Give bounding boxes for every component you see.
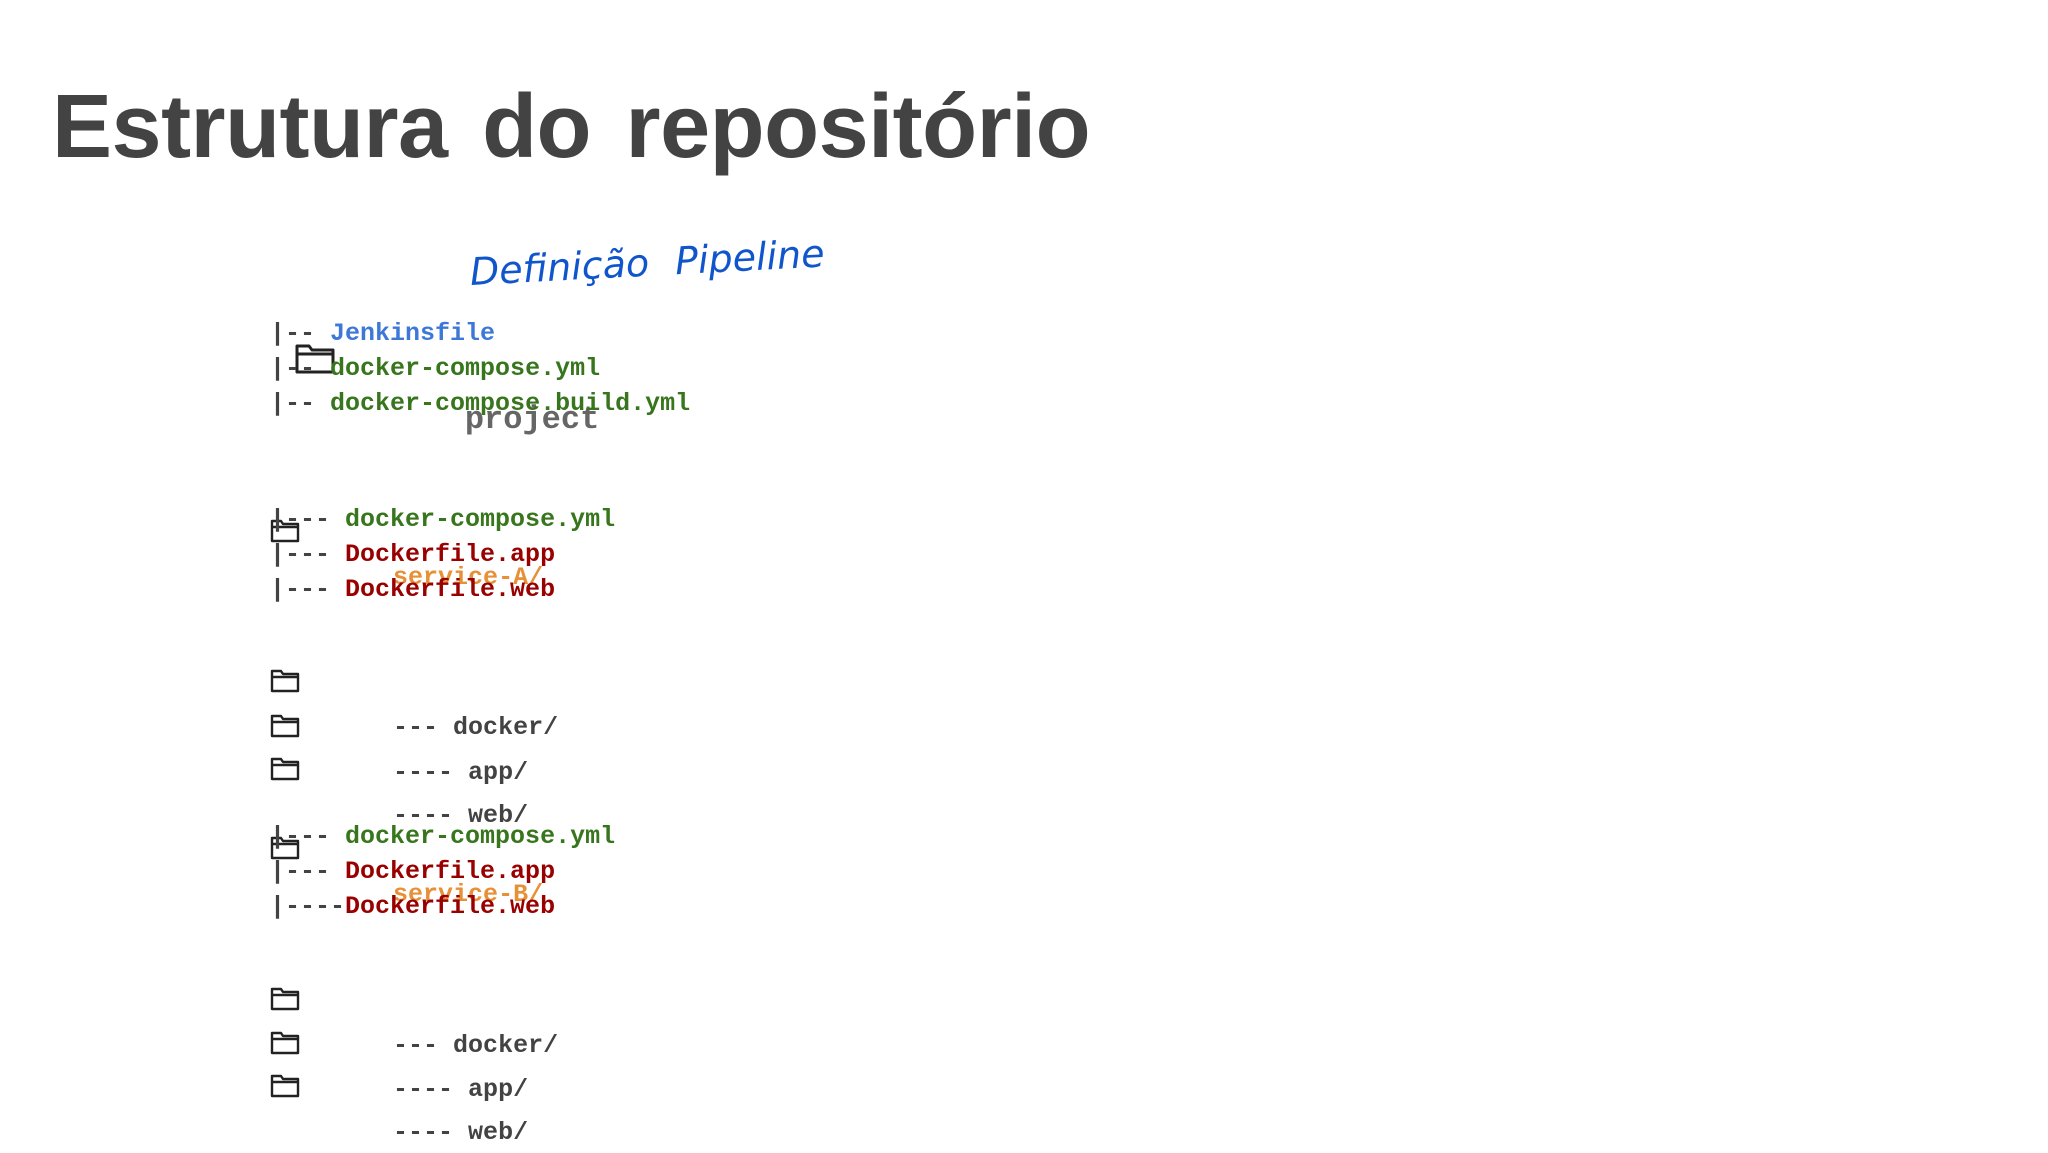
folder-icon bbox=[270, 785, 390, 910]
tree-branch: |--- bbox=[270, 822, 346, 851]
dockerfile-app-name: Dockerfile.app bbox=[345, 857, 556, 886]
tree-branch: |--- bbox=[270, 575, 346, 604]
folder-icon bbox=[270, 980, 390, 1105]
dockerfile-web-name: Dockerfile.web bbox=[345, 892, 556, 921]
tree-branch: |--- bbox=[270, 505, 346, 534]
tree-branch: |---- bbox=[270, 892, 346, 921]
tree-branch: |--- bbox=[270, 857, 346, 886]
folder-icon bbox=[295, 278, 449, 438]
tree-file-row: |--- docker-compose.yml bbox=[180, 482, 615, 557]
folder-icon bbox=[270, 1023, 390, 1148]
tree-file-row: |-- docker-compose.yml bbox=[180, 331, 600, 406]
tree-folder-row: ---- app/ bbox=[180, 638, 528, 813]
tree-file-row: |----Dockerfile.web bbox=[180, 869, 555, 944]
folder-icon bbox=[270, 468, 390, 593]
service-a-name: service-A/ bbox=[393, 563, 544, 592]
folder-icon bbox=[270, 663, 390, 788]
tree-file-row: |--- Dockerfile.app bbox=[180, 834, 555, 909]
docker-folder-name: --- docker/ bbox=[393, 713, 559, 742]
tree-folder-row: ---- web/ bbox=[180, 998, 528, 1153]
tree-file-row: |--- Dockerfile.web bbox=[180, 552, 555, 627]
service-b-folder: service-B/ bbox=[180, 760, 543, 935]
tree-branch: |-- bbox=[270, 389, 331, 418]
web-folder-name: ---- web/ bbox=[393, 801, 529, 830]
folder-icon bbox=[270, 618, 390, 743]
app-folder-name: ---- app/ bbox=[393, 1075, 529, 1104]
tree-file-row: |-- docker-compose.build.yml bbox=[180, 366, 690, 441]
tree-file-row: |--- Dockerfile.app bbox=[180, 517, 555, 592]
tree-folder-row: --- docker/ bbox=[180, 911, 558, 1086]
dockerfile-web-name: Dockerfile.web bbox=[345, 575, 556, 604]
dockerfile-app-name: Dockerfile.app bbox=[345, 540, 556, 569]
tree-branch: |--- bbox=[270, 540, 346, 569]
tree-branch: |-- bbox=[270, 354, 331, 383]
web-folder-name: ---- web/ bbox=[393, 1118, 529, 1147]
repository-tree: project |-- Jenkinsfile |-- docker-compo… bbox=[180, 0, 1080, 1145]
docker-folder-name: --- docker/ bbox=[393, 1031, 559, 1060]
service-b-name: service-B/ bbox=[393, 880, 544, 909]
tree-folder-row: --- docker/ bbox=[180, 593, 558, 768]
tree-file-row: |-- Jenkinsfile bbox=[180, 296, 495, 371]
root-folder-name: project bbox=[464, 401, 600, 438]
compose-file-name: docker-compose.yml bbox=[345, 822, 616, 851]
folder-icon bbox=[270, 706, 390, 831]
compose-build-file-name: docker-compose.build.yml bbox=[330, 389, 691, 418]
folder-icon bbox=[270, 936, 390, 1061]
tree-file-row: |--- docker-compose.yml bbox=[180, 799, 615, 874]
tree-folder-row: ---- web/ bbox=[180, 681, 528, 856]
tree-folder-row: ---- app/ bbox=[180, 955, 528, 1130]
tree-root: project bbox=[180, 246, 599, 470]
tree-branch: |-- bbox=[270, 319, 331, 348]
compose-file-name: docker-compose.yml bbox=[345, 505, 616, 534]
service-a-folder: service-A/ bbox=[180, 443, 543, 618]
app-folder-name: ---- app/ bbox=[393, 758, 529, 787]
compose-file-name: docker-compose.yml bbox=[330, 354, 601, 383]
jenkinsfile-name: Jenkinsfile bbox=[330, 319, 496, 348]
slide-title: Estrutura do repositório bbox=[52, 77, 1091, 177]
